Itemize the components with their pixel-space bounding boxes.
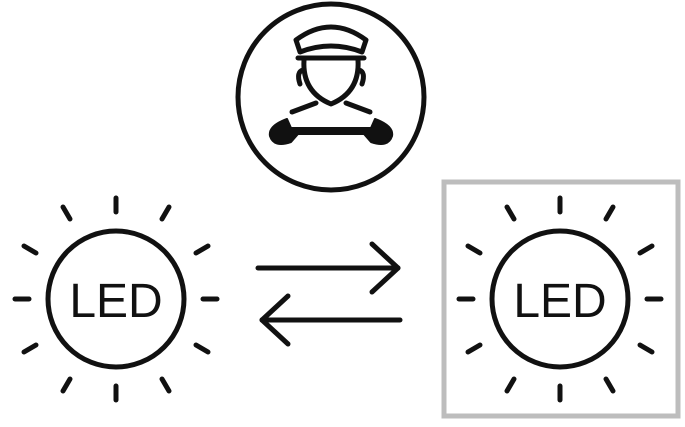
swap-arrows-icon <box>255 241 403 347</box>
led-light-icon-right: LED <box>456 195 664 403</box>
led-label-left: LED <box>69 275 162 328</box>
selection-highlight-box <box>441 179 681 419</box>
led-light-icon-left: LED <box>12 195 220 403</box>
technician-with-wrench-icon <box>235 1 427 193</box>
led-label-right: LED <box>513 275 606 328</box>
